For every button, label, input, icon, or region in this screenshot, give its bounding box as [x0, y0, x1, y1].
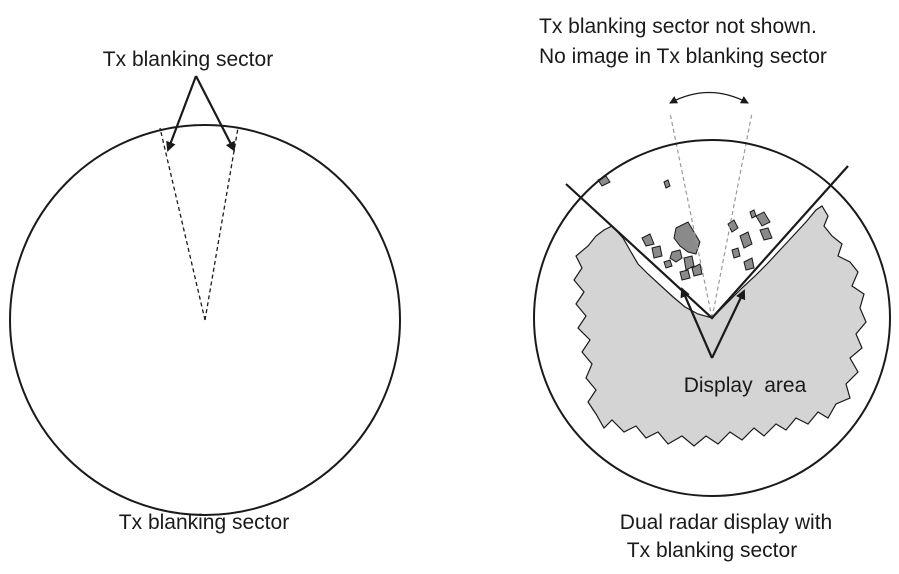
- right-caption-line2: Tx blanking sector: [627, 539, 797, 562]
- echo-right-6: [759, 227, 773, 241]
- echo-right-7: [749, 209, 757, 219]
- echo-right-3: [731, 247, 741, 259]
- rotation-arrow: [669, 91, 749, 104]
- echo-right-1: [727, 219, 739, 233]
- echo-right-4: [743, 257, 755, 271]
- land-mass: [573, 205, 867, 447]
- echo-cluster-4: [691, 263, 703, 277]
- display-area-arrow-left: [680, 287, 714, 359]
- right-radar-circle: [533, 139, 891, 497]
- echo-right-5: [755, 211, 771, 227]
- echo-cluster-5: [663, 259, 673, 269]
- display-area-arrow-right: [711, 289, 746, 359]
- right-top-note-line1: Tx blanking sector not shown.: [539, 15, 817, 38]
- display-area-label: Display area: [684, 374, 807, 397]
- echo-left-1: [641, 233, 655, 247]
- display-area-boundary: [565, 165, 849, 320]
- right-top-note-line2: No image in Tx blanking sector: [539, 45, 827, 68]
- right-panel: Display area Tx blanking sector not show…: [533, 15, 891, 562]
- left-blanking-edge-left: [159, 127, 206, 321]
- echo-far-top: [663, 179, 671, 189]
- echo-cluster-1: [669, 249, 683, 263]
- echo-cluster-3: [679, 269, 691, 281]
- left-panel: Tx blanking sector Tx blanking sector: [9, 48, 401, 534]
- left-pointer-arrow-right: [195, 75, 235, 152]
- left-blanking-edge-right: [204, 127, 239, 321]
- right-caption-line1: Dual radar display with: [620, 511, 832, 534]
- echo-left-2: [651, 245, 663, 259]
- left-pointer-arrow-left: [166, 75, 198, 152]
- left-caption: Tx blanking sector: [119, 511, 289, 534]
- echo-right-2: [739, 231, 753, 249]
- left-radar-circle: [9, 124, 401, 516]
- left-top-label: Tx blanking sector: [103, 48, 273, 71]
- echo-main: [673, 221, 701, 255]
- echo-cluster-2: [683, 255, 695, 271]
